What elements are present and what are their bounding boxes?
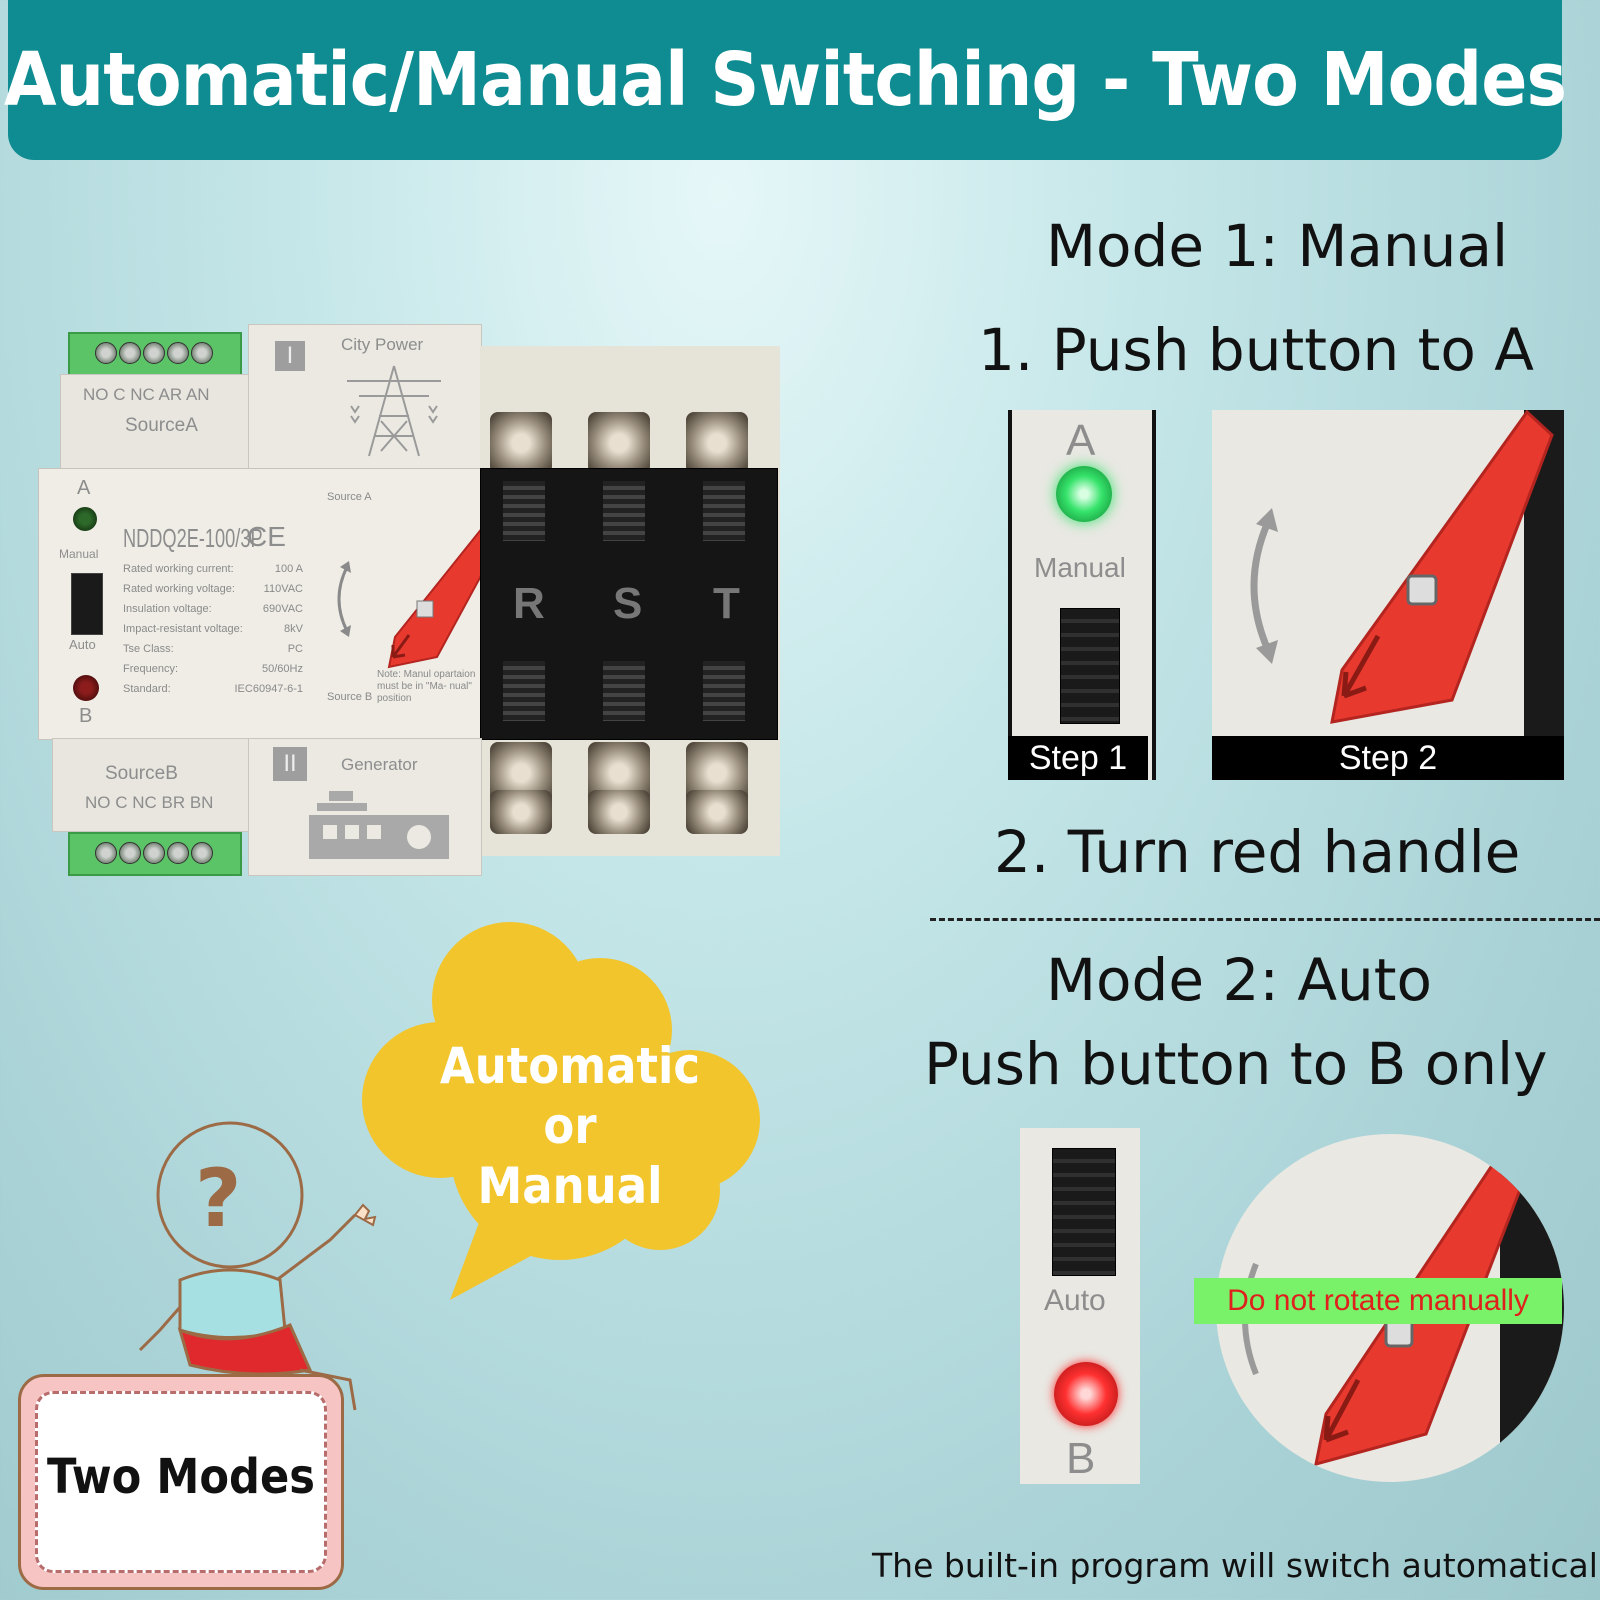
vent <box>703 661 745 721</box>
led-b-indicator <box>73 675 99 701</box>
terminal-bolt <box>490 412 552 474</box>
mode1-step2-text: 2. Turn red handle <box>994 818 1521 886</box>
terminal-bolt <box>588 412 650 474</box>
two-modes-label: Two Modes <box>47 1449 315 1505</box>
footer-note: The built-in program will switch automat… <box>872 1546 1600 1585</box>
mode-switch-auto[interactable] <box>1052 1148 1116 1276</box>
mode1-step1-text: 1. Push button to A <box>978 316 1534 384</box>
spec-row: Insulation voltage:690VAC <box>123 603 303 615</box>
warning-label: Do not rotate manually <box>1194 1278 1562 1324</box>
mode2-text: Push button to B only <box>924 1030 1548 1098</box>
led-a-indicator <box>73 507 97 531</box>
spec-list: Rated working current:100 A Rated workin… <box>123 563 303 703</box>
source-b-small-label: Source B <box>327 691 373 703</box>
terminal-bolt <box>686 412 748 474</box>
terminal-screws <box>94 842 240 869</box>
rotate-arrow-icon <box>337 561 351 637</box>
cloud-line-1: Automatic <box>439 1037 701 1095</box>
panel-b-label: B <box>1066 1434 1096 1483</box>
step1-panel: A Manual Step 1 <box>1008 410 1156 780</box>
device-illustration: NO C NC AR AN SourceA I City Power A Man… <box>38 324 798 890</box>
module-source-a: NO C NC AR AN SourceA <box>60 374 272 470</box>
terminal-block-bottom <box>68 832 242 876</box>
power-tower-icon <box>347 365 441 457</box>
mode-switch[interactable] <box>71 573 103 635</box>
phase-t-label: T <box>713 579 740 628</box>
spec-row: Frequency:50/60Hz <box>123 663 303 675</box>
vent <box>603 481 645 541</box>
panel-a-label: A <box>1066 416 1096 465</box>
generator-icon <box>309 791 449 859</box>
source-a-label: SourceA <box>125 415 198 436</box>
roman-one-badge: I <box>275 341 305 371</box>
two-modes-sign: Two Modes <box>18 1374 344 1590</box>
spec-row: Standard:IEC60947-6-1 <box>123 683 303 695</box>
led-b-red <box>1054 1362 1118 1426</box>
source-b-label: SourceB <box>105 763 178 784</box>
cloud-line-3: Manual <box>477 1157 663 1215</box>
question-mark: ? <box>195 1152 242 1245</box>
auto-label: Auto <box>69 637 96 652</box>
panel-auto-label: Auto <box>1044 1284 1106 1317</box>
cloud-text: Automatic or Manual <box>435 1036 705 1216</box>
red-handle-closeup[interactable] <box>1302 410 1562 740</box>
phase-r-label: R <box>513 579 545 628</box>
mode1-title: Mode 1: Manual <box>1046 212 1509 280</box>
phase-terminals: R S T <box>480 346 780 856</box>
model-label: NDDQ2E-100/3P <box>123 523 263 553</box>
vent <box>503 661 545 721</box>
step2-caption: Step 2 <box>1212 736 1564 780</box>
mode-divider <box>930 918 1600 921</box>
rotate-arrow-icon <box>1250 508 1278 664</box>
generator-label: Generator <box>341 755 418 774</box>
mode-switch-manual[interactable] <box>1060 608 1120 724</box>
panel-manual-label: Manual <box>1034 552 1126 583</box>
spec-row: Rated working voltage:110VAC <box>123 583 303 595</box>
spec-row: Tse Class:PC <box>123 643 303 655</box>
module-source-b: SourceB NO C NC BR BN <box>52 738 270 832</box>
device-front-panel: A Manual Auto B NDDQ2E-100/3P CE Rated w… <box>38 468 504 740</box>
module-generator: II Generator <box>248 738 482 876</box>
source-a-small-label: Source A <box>327 491 372 503</box>
terminal-top-label: NO C NC AR AN <box>83 385 210 404</box>
terminal-block-top <box>68 332 242 376</box>
speech-cloud <box>362 922 760 1300</box>
led-b-label: B <box>79 705 93 727</box>
mode2-title: Mode 2: Auto <box>1046 946 1433 1014</box>
step1-caption: Step 1 <box>1008 736 1148 780</box>
manual-note: Note: Manul opartaion must be in "Ma- nu… <box>377 669 476 704</box>
terminal-bolt <box>686 790 748 834</box>
vent <box>503 481 545 541</box>
module-city-power: I City Power <box>248 324 482 472</box>
cloud-line-2: or <box>543 1097 597 1155</box>
spec-row: Impact-resistant voltage:8kV <box>123 623 303 635</box>
page-title: Automatic/Manual Switching - Two Modes <box>3 37 1567 123</box>
phase-cover: R S T <box>480 468 778 740</box>
spec-row: Rated working current:100 A <box>123 563 303 575</box>
terminal-bottom-label: NO C NC BR BN <box>85 793 214 812</box>
manual-label: Manual <box>59 547 99 561</box>
led-a-green <box>1056 466 1112 522</box>
terminal-bolt <box>588 790 650 834</box>
ce-mark: CE <box>247 521 286 552</box>
roman-two-badge: II <box>273 747 307 781</box>
terminal-bolt <box>490 790 552 834</box>
terminal-screws <box>94 342 240 369</box>
mode2-switch-panel: Auto B <box>1020 1128 1140 1484</box>
vent <box>703 481 745 541</box>
phase-s-label: S <box>613 579 643 628</box>
led-a-label: A <box>77 477 91 499</box>
vent <box>603 661 645 721</box>
led-panel: A Manual Auto B <box>49 469 115 737</box>
city-power-label: City Power <box>341 335 424 354</box>
step2-panel: Step 2 <box>1212 410 1564 780</box>
sign-inner <box>35 1391 327 1573</box>
header-banner <box>8 0 1562 160</box>
